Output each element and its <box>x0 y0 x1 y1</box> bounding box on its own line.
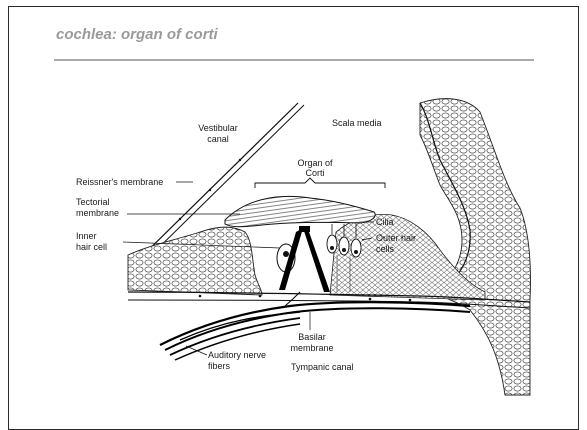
label-inner-hair-cell-2: hair cell <box>76 242 107 252</box>
label-organ-of-corti-1: Organ of <box>297 158 333 168</box>
label-reissners-membrane: Reissner's membrane <box>76 177 163 187</box>
label-tectorial-membrane-1: Tectorial <box>76 197 110 207</box>
tectorial-membrane <box>225 196 375 226</box>
label-outer-hair-cells-1: Outer hair <box>376 233 416 243</box>
label-cilia: Cilia <box>376 217 394 227</box>
spiral-limbus <box>128 227 262 295</box>
label-scala-media: Scala media <box>332 118 382 128</box>
label-inner-hair-cell-1: Inner <box>76 231 97 241</box>
organ-of-corti-bracket <box>255 178 385 188</box>
label-tectorial-membrane-2: membrane <box>76 208 119 218</box>
label-basilar-membrane-1: Basilar <box>298 332 326 342</box>
label-vestibular-canal-1: Vestibular <box>198 123 238 133</box>
label-auditory-nerve-1: Auditory nerve <box>208 350 266 360</box>
label-tympanic-canal: Tympanic canal <box>291 362 354 372</box>
label-basilar-membrane-2: membrane <box>290 343 333 353</box>
label-organ-of-corti-2: Corti <box>305 168 324 178</box>
label-outer-hair-cells-2: cells <box>376 244 395 254</box>
label-auditory-nerve-2: fibers <box>208 361 231 371</box>
label-vestibular-canal-2: canal <box>207 134 229 144</box>
